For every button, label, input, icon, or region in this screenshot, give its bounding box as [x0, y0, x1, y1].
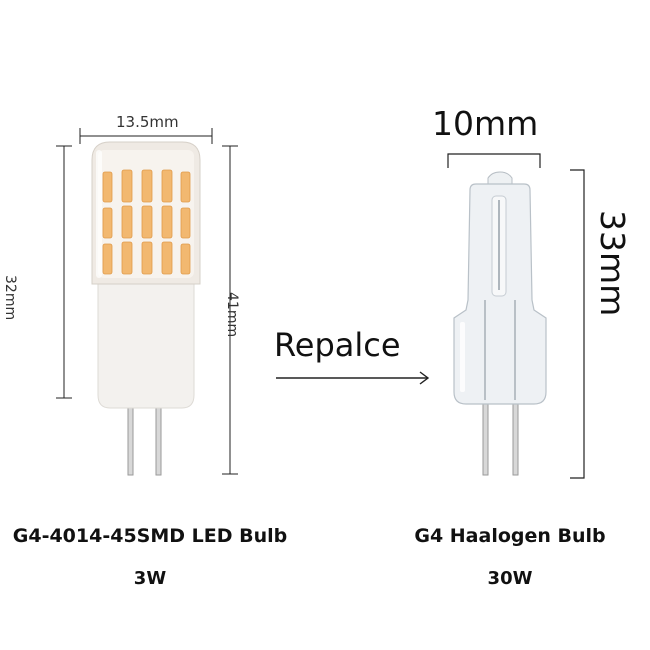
halogen-product-name: G4 Haalogen Bulb [414, 525, 606, 547]
replace-label: Repalce [274, 326, 401, 364]
led-body-height-label: 32mm [2, 275, 18, 321]
led-chips [102, 169, 191, 275]
halogen-power: 30W [487, 568, 533, 589]
led-product-name: G4-4014-45SMD LED Bulb [12, 525, 288, 547]
led-width-dimension [79, 128, 213, 144]
led-bulb [91, 141, 201, 476]
halogen-width-dimension [447, 153, 541, 168]
halogen-bulb [453, 171, 547, 476]
led-total-height-label: 41mm [224, 292, 240, 338]
halogen-height-label: 33mm [593, 210, 632, 317]
led-width-label: 13.5mm [116, 113, 179, 131]
halogen-width-label: 10mm [432, 104, 539, 143]
led-total-height-dimension [222, 145, 238, 475]
halogen-height-dimension [570, 169, 585, 479]
replace-arrow [276, 371, 430, 385]
led-body-height-dimension [56, 145, 72, 399]
led-power: 3W [133, 568, 167, 589]
